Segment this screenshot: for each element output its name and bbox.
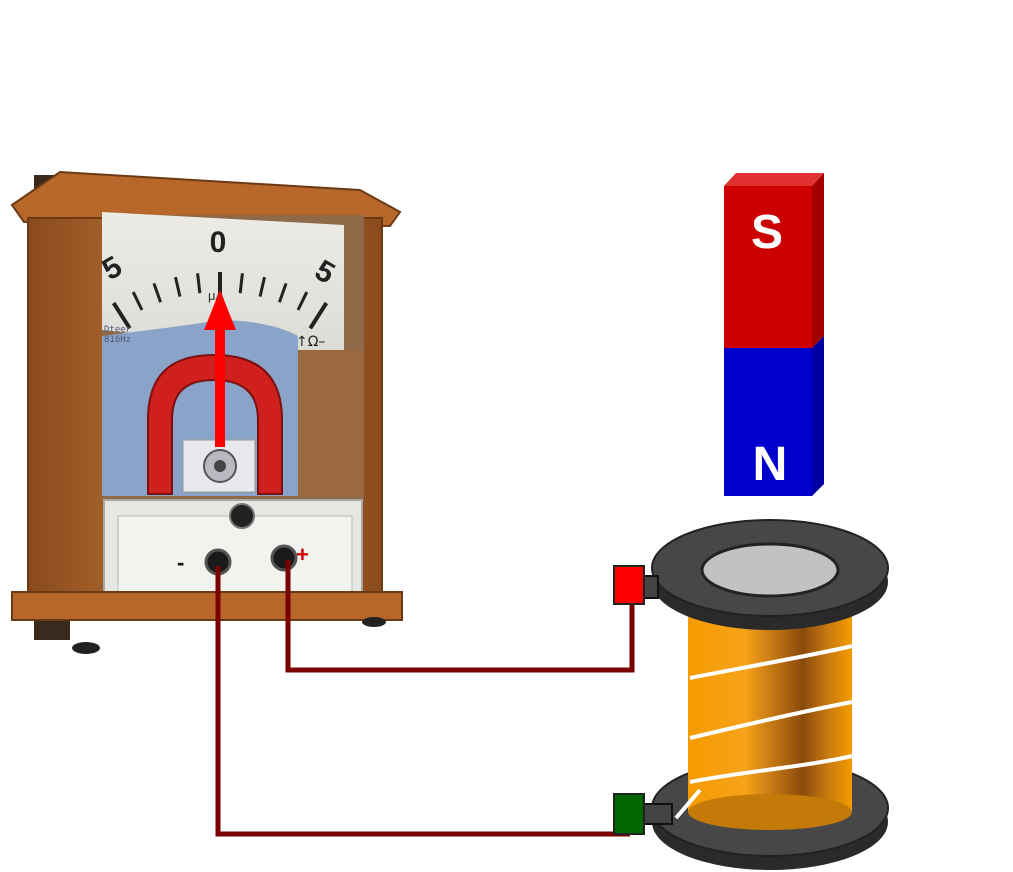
coil-top-terminal — [613, 565, 645, 605]
galvanometer-needle — [204, 290, 236, 447]
north-pole-side — [812, 336, 824, 496]
terminal-minus-label: - — [177, 550, 184, 575]
north-pole-block — [724, 348, 812, 496]
galvanometer-foot-right — [362, 617, 386, 627]
coil-bottom-terminal — [613, 793, 645, 835]
wire-negative — [215, 566, 630, 837]
galvanometer-scale-ticks — [111, 272, 329, 330]
scale-tick — [111, 301, 132, 330]
galvanometer-foot-left — [72, 642, 100, 654]
scale-tick — [196, 273, 202, 294]
south-pole-side — [812, 173, 824, 348]
coil — [613, 519, 889, 870]
scale-zero-label: 0 — [210, 226, 227, 259]
scale-tick — [296, 291, 309, 311]
bar-magnet-top-face — [724, 173, 824, 186]
north-pole-label: N — [753, 438, 788, 491]
scale-tick — [131, 291, 144, 311]
bar-magnet: S N — [724, 173, 824, 496]
scale-tick — [238, 273, 244, 294]
horseshoe-magnet — [147, 353, 283, 495]
galvanometer-base — [11, 591, 403, 621]
coil-winding-bottom — [688, 794, 852, 830]
coil-wire-turns — [674, 644, 853, 820]
connecting-wires — [215, 560, 635, 837]
wire-positive — [285, 560, 635, 673]
pivot-center-icon — [214, 460, 226, 472]
nameplate-line-2: 816Hz — [104, 335, 131, 345]
terminal-plus-label: + — [296, 542, 309, 567]
positive-terminal — [270, 544, 298, 572]
south-pole-label: S — [751, 206, 783, 259]
galvanometer-right-panel — [298, 350, 364, 496]
coil-bottom-terminal-post — [641, 803, 673, 825]
scale-tick — [308, 301, 329, 330]
galvanometer-dial-face — [102, 212, 344, 356]
scale-tick — [152, 282, 162, 303]
terminal-panel-inner — [117, 515, 353, 595]
galvanometer: 0 5 5 μA ↑Ω– Dteer 816Hz - + — [10, 170, 403, 654]
scale-tick — [173, 276, 182, 297]
unit-symbol: ↑Ω– — [296, 334, 325, 350]
nameplate-line-1: Dteer — [104, 325, 132, 335]
coil-core-opening — [700, 542, 840, 598]
zero-adjust-knob — [229, 503, 255, 529]
scale-tick — [278, 282, 288, 303]
scale-tick — [258, 276, 267, 297]
south-pole-block — [724, 186, 812, 348]
